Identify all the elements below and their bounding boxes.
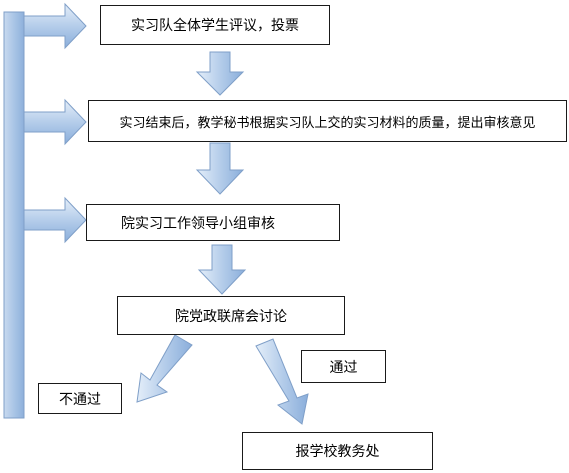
step-joint-meeting: 院党政联席会讨论	[117, 296, 345, 335]
step-leadership-review: 院实习工作领导小组审核	[86, 204, 340, 241]
down-arrow-1	[195, 51, 245, 96]
step-student-vote: 实习队全体学生评议，投票	[100, 5, 330, 45]
step-student-vote-label: 实习队全体学生评议，投票	[131, 18, 299, 34]
feedback-bar	[3, 11, 25, 419]
step-secretary-review-label: 实习结束后，教学秘书根据实习队上交的实习材料的质量，提出审核意见	[119, 115, 536, 131]
down-arrow-3	[197, 244, 247, 295]
result-report-office: 报学校教务处	[242, 432, 433, 470]
right-arrow-1	[23, 2, 87, 50]
diagonal-arrow-fail	[136, 334, 193, 403]
label-pass: 通过	[301, 350, 386, 383]
label-pass-text: 通过	[329, 359, 358, 376]
result-not-pass-label: 不通过	[59, 391, 101, 408]
step-secretary-review: 实习结束后，教学秘书根据实习队上交的实习材料的质量，提出审核意见	[88, 100, 567, 142]
right-arrow-2	[23, 98, 87, 146]
step-joint-meeting-label: 院党政联席会讨论	[175, 308, 287, 325]
step-leadership-review-label: 院实习工作领导小组审核	[121, 215, 275, 232]
right-arrow-3	[23, 196, 87, 244]
diagonal-arrow-pass	[255, 338, 309, 425]
result-not-pass: 不通过	[38, 383, 122, 414]
down-arrow-2	[195, 142, 245, 195]
result-report-office-label: 报学校教务处	[295, 444, 380, 460]
